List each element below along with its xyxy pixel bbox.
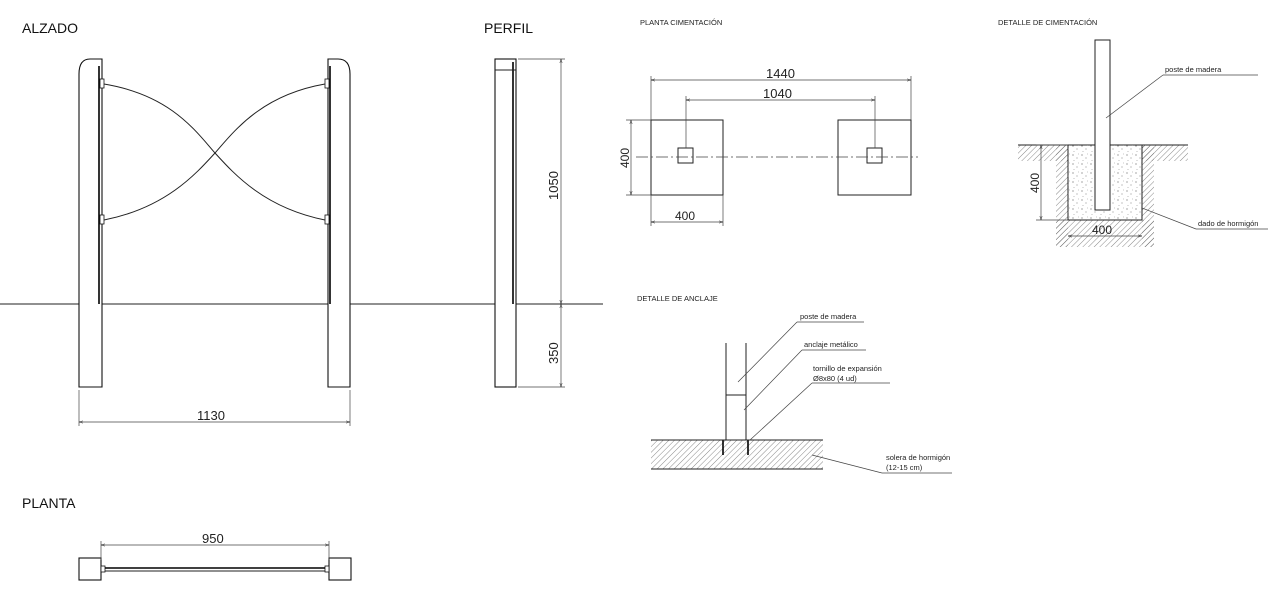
label-tornillo-line2: Ø8x80 (4 ud) [813,374,857,383]
leader-line [811,454,883,474]
right-post [327,58,351,388]
rope-curve [103,83,326,221]
perfil-title: PERFIL [484,20,533,36]
ground-hatch-left [1018,145,1068,161]
dimension-1440: 1440 [766,66,795,81]
planta-view: PLANTA 950 [22,495,352,581]
profile-post [494,58,517,388]
leader-line [749,382,813,441]
post-socket-right [866,147,883,164]
footing-right [837,119,912,196]
pit-hatch-bottom [1056,220,1154,247]
plan-bracket [324,565,330,573]
leader-line [737,321,798,383]
bracket [324,214,330,225]
alzado-title: ALZADO [22,20,78,36]
label-poste-de-madera: poste de madera [1165,65,1222,74]
bracket [99,78,105,89]
leader-line [1105,74,1164,119]
label-dado-de-hormigon: dado de hormigón [1198,219,1258,228]
footing-left [650,119,724,196]
label-poste-de-madera-anclaje: poste de madera [800,312,857,321]
dimension-400-depth: 400 [1028,173,1042,193]
leader-line [743,349,803,411]
dimension-400-horizontal: 400 [675,209,695,223]
detalle-anclaje-title: DETALLE DE ANCLAJE [637,294,718,303]
concrete-slab [651,440,823,469]
dimension-350: 350 [546,342,561,364]
planta-cimentacion-title: PLANTA CIMENTACIÓN [640,18,722,27]
dimension-1130: 1130 [197,408,225,423]
rope-curve [103,83,326,221]
dimension-1050: 1050 [546,171,561,200]
label-tornillo-line1: tornillo de expansión [813,364,882,373]
bracket [324,78,330,89]
label-anclaje-metalico: anclaje metálico [804,340,858,349]
label-solera-line2: (12-15 cm) [886,463,923,472]
dimension-950: 950 [202,531,224,546]
detalle-cimentacion-title: DETALLE DE CIMENTACIÓN [998,18,1097,27]
perfil-view: PERFIL 1050 350 [484,20,565,388]
leader-line [1141,207,1197,230]
dimension-400-width: 400 [1092,223,1112,237]
label-solera-line1: solera de hormigón [886,453,950,462]
planta-title: PLANTA [22,495,76,511]
left-post [78,58,103,388]
alzado-view: ALZADO 1130 [0,20,603,426]
metal-anchor [725,394,747,441]
dimension-400-vertical: 400 [618,148,632,168]
planta-cimentacion-view: PLANTA CIMENTACIÓN 1440 1040 400 400 [618,18,918,226]
plan-bracket [100,565,106,573]
bracket [99,214,105,225]
timber-post [1094,39,1111,211]
plan-post-left [78,557,102,581]
detalle-cimentacion-view: DETALLE DE CIMENTACIÓN 400 400 poste de … [998,18,1268,247]
post-socket-left [677,147,694,164]
plan-post-right [328,557,352,581]
dimension-1040: 1040 [763,86,792,101]
detalle-anclaje-view: DETALLE DE ANCLAJE poste de madera ancla… [637,294,952,474]
